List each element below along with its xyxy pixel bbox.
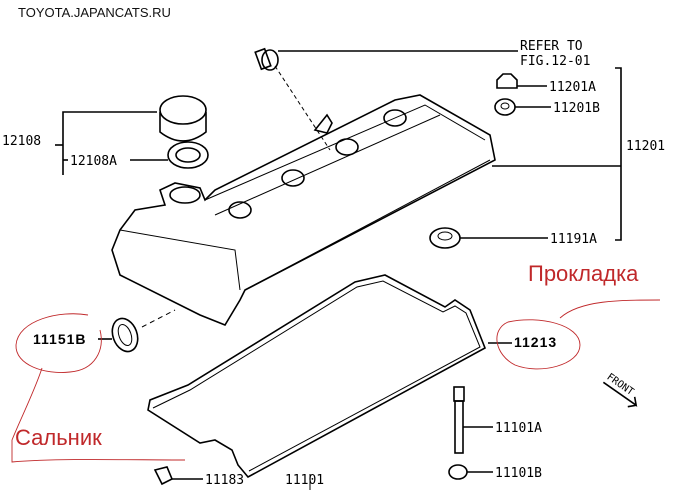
- sensor-part: [254, 47, 518, 151]
- label-11213: 11213: [514, 334, 557, 350]
- label-11101B: 11101B: [495, 466, 542, 481]
- oil-filler-cap: [159, 95, 209, 169]
- label-11191A: 11191A: [550, 232, 597, 247]
- watermark: TOYOTA.JAPANCATS.RU: [18, 5, 171, 20]
- cover-gasket: [147, 274, 487, 479]
- label-11151B: 11151B: [33, 331, 87, 347]
- annotation-gasket: Прокладка: [528, 261, 639, 286]
- washer-11101B: [448, 464, 493, 480]
- seal-11151B: [98, 309, 176, 353]
- label-11201: 11201: [626, 139, 665, 154]
- bolt-11101A: [453, 386, 493, 454]
- label-12108A: 12108A: [70, 154, 117, 169]
- nut-11201A: [496, 73, 547, 89]
- plug-11183: [153, 466, 203, 486]
- label-11201A: 11201A: [549, 80, 596, 95]
- reference-line2: FIG.12-01: [520, 54, 590, 69]
- label-11183: 11183: [205, 473, 244, 488]
- valve-cover: [111, 94, 496, 326]
- label-12108: 12108: [2, 134, 41, 149]
- label-11101A: 11101A: [495, 421, 542, 436]
- grommet-11191A: [429, 227, 548, 249]
- label-11201B: 11201B: [553, 101, 600, 116]
- front-arrow-icon: FRONT: [602, 372, 638, 408]
- washer-11201B: [494, 98, 551, 116]
- reference-line1: REFER TO: [520, 39, 583, 54]
- annotation-seal: Сальник: [15, 425, 102, 450]
- label-11101: 11101: [285, 473, 324, 488]
